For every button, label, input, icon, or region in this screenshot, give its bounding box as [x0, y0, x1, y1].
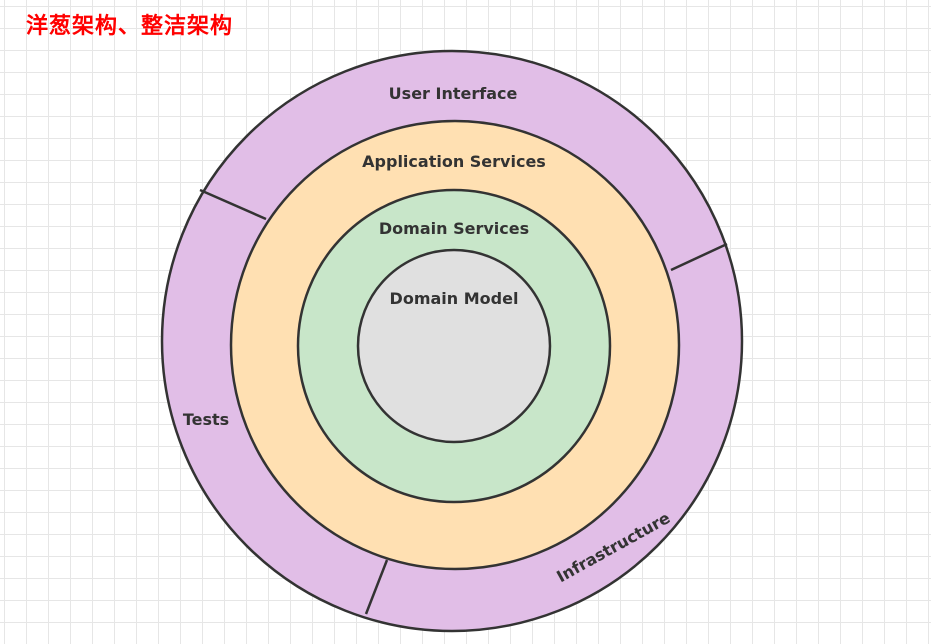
user-interface-label: User Interface — [389, 84, 518, 103]
domain-model-label: Domain Model — [390, 289, 519, 308]
page-title: 洋葱架构、整洁架构 — [26, 14, 234, 39]
tests-label: Tests — [183, 410, 229, 429]
domain-model-core — [356, 248, 552, 444]
domain-services-label: Domain Services — [379, 219, 529, 238]
divider-ui-infrastructure — [670, 242, 728, 272]
application-services-label: Application Services — [362, 152, 546, 171]
divider-ui-tests — [199, 188, 267, 221]
divider-tests-infrastructure — [364, 559, 389, 615]
